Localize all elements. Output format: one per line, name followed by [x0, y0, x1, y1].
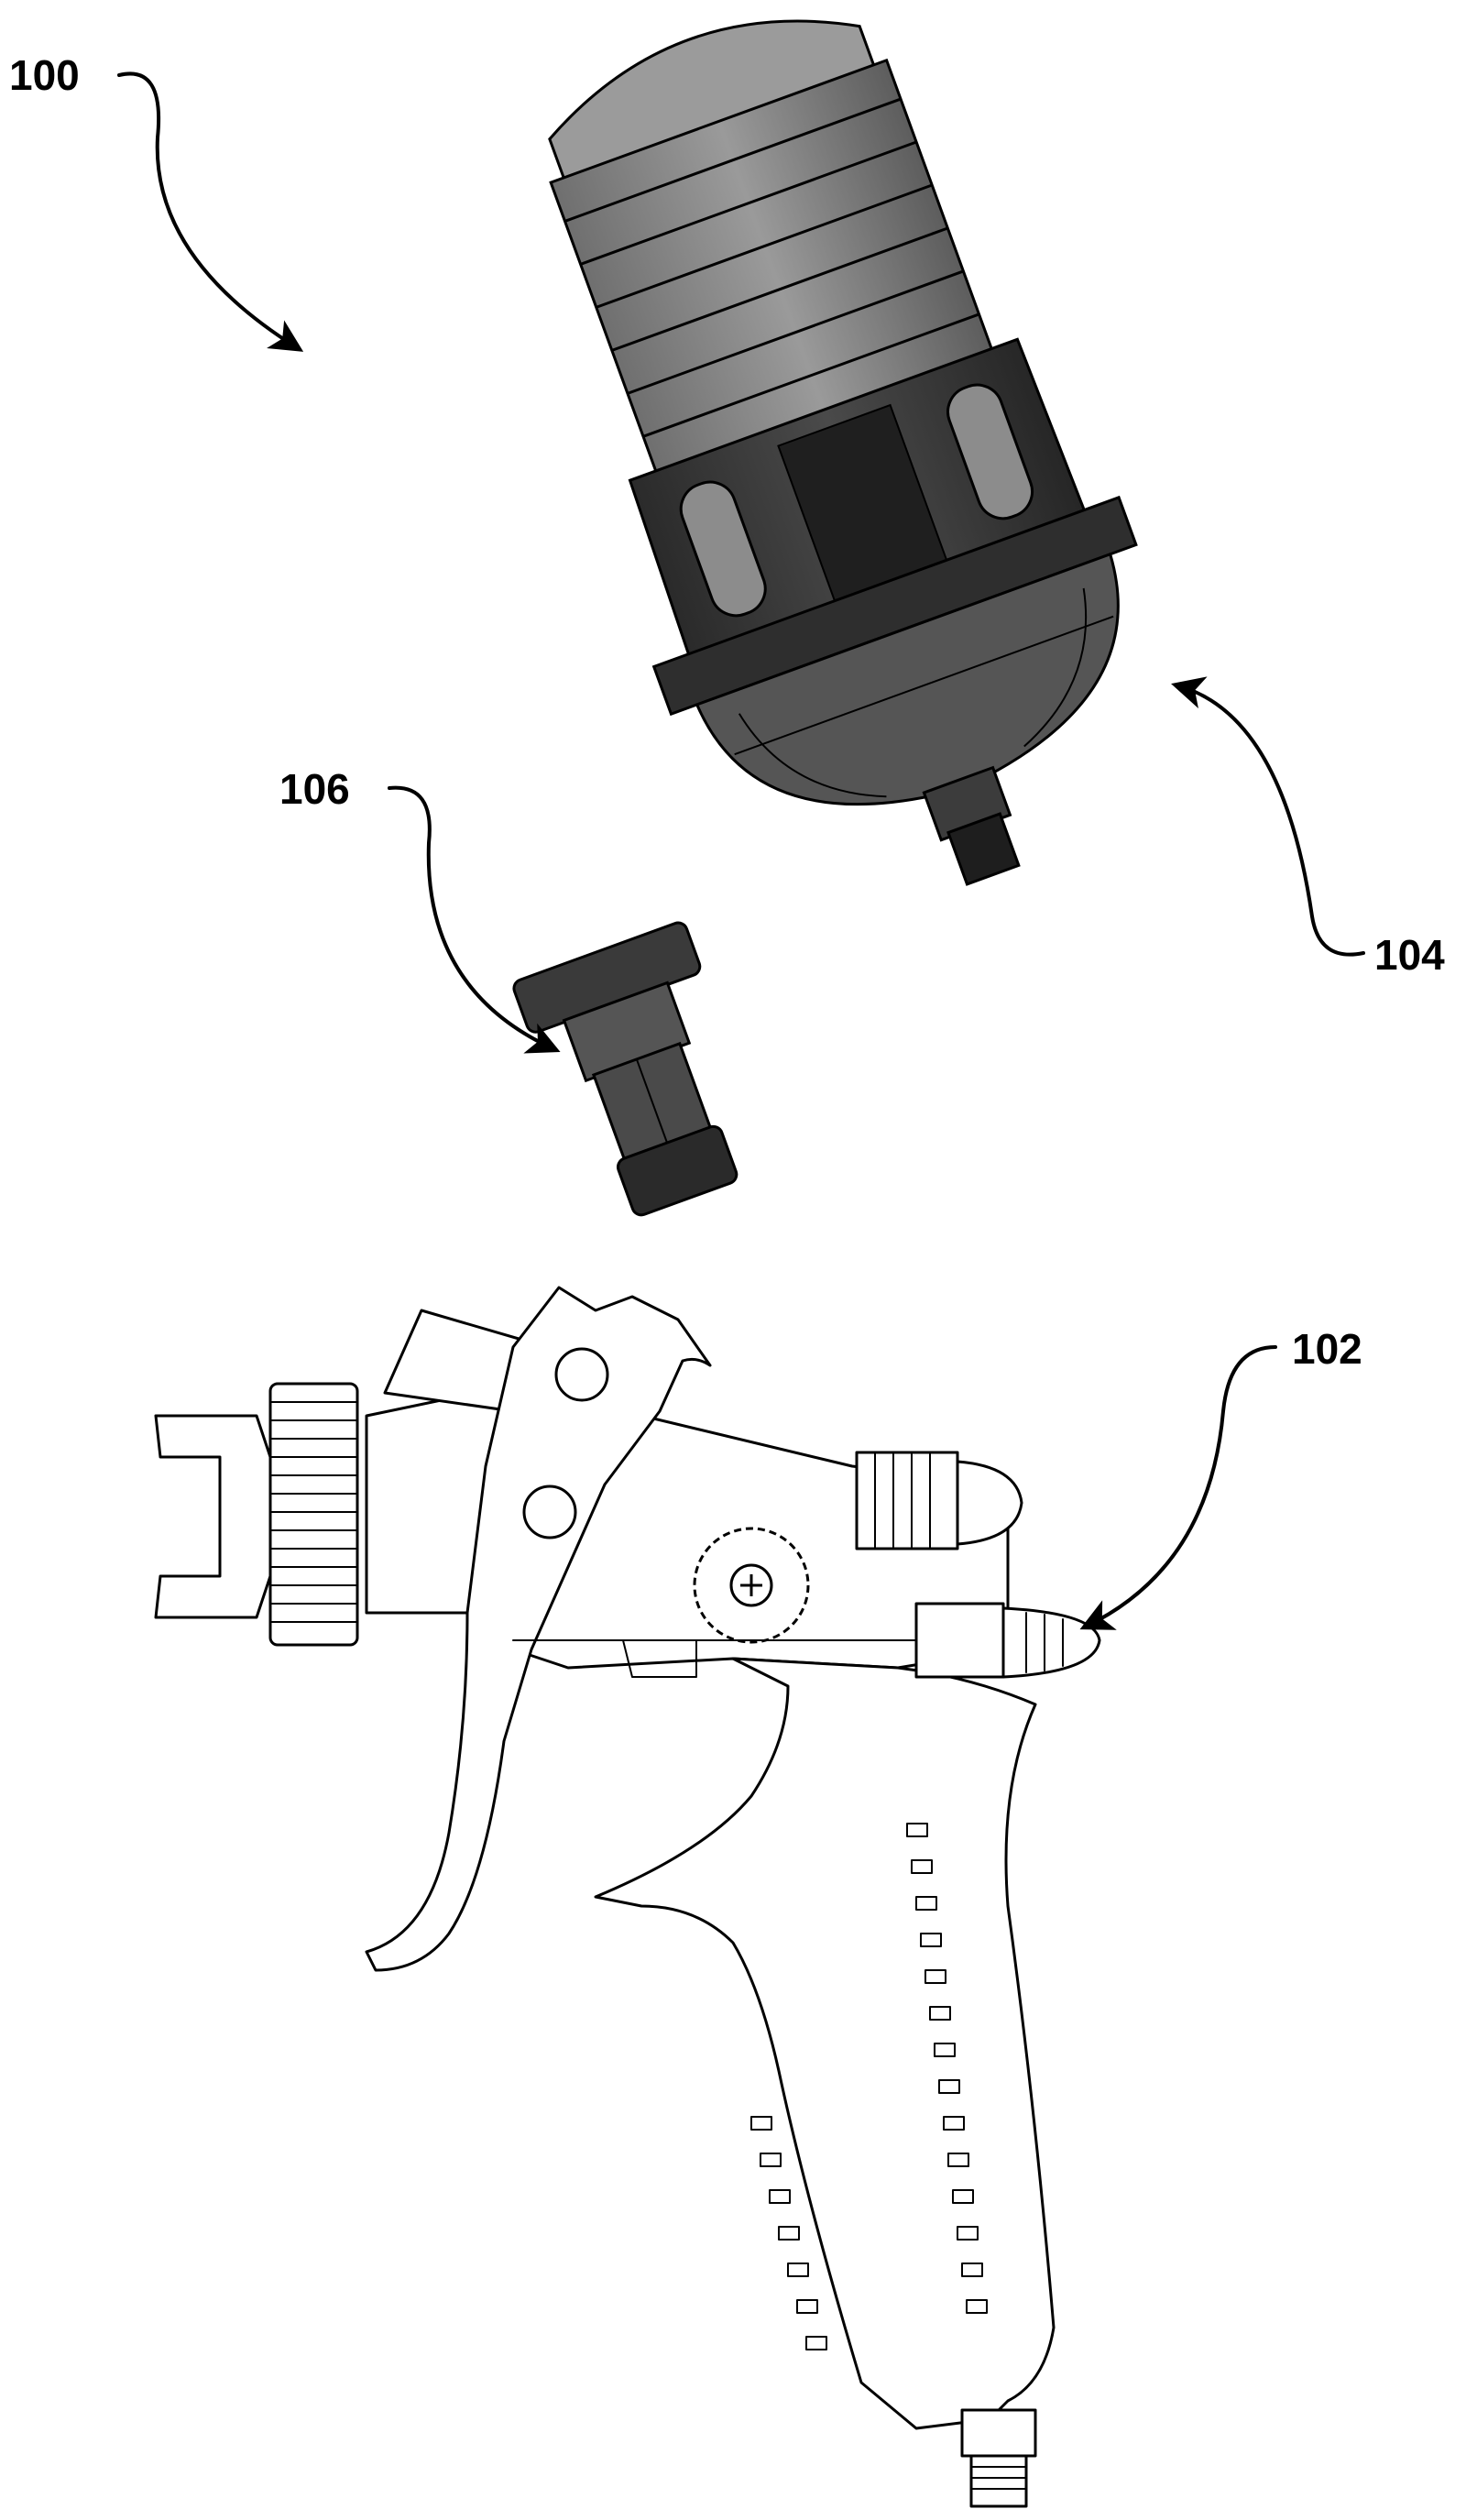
air-valve-cap: [1003, 1608, 1100, 1677]
leader-100: [119, 73, 298, 348]
knurled-retaining-ring: [270, 1384, 357, 1645]
paint-cup-assembly: [456, 0, 1225, 959]
trigger-pivot-upper: [556, 1349, 607, 1400]
connector-fitting: [511, 920, 773, 1230]
air-inlet-thread: [971, 2456, 1026, 2506]
fluid-adjust-cap: [957, 1462, 1022, 1544]
trigger-pivot-lower: [524, 1486, 575, 1538]
leader-102: [1086, 1347, 1275, 1627]
fluid-adjust-knurl: [857, 1452, 957, 1549]
spray-gun: [156, 1287, 1100, 2506]
air-inlet-nut: [962, 2410, 1035, 2456]
label-106: 106: [279, 765, 350, 813]
label-104: 104: [1374, 931, 1445, 979]
label-100: 100: [9, 51, 80, 99]
air-cap: [156, 1416, 270, 1617]
air-valve-housing: [916, 1604, 1003, 1677]
label-102: 102: [1292, 1325, 1362, 1373]
leader-104: [1177, 685, 1363, 955]
